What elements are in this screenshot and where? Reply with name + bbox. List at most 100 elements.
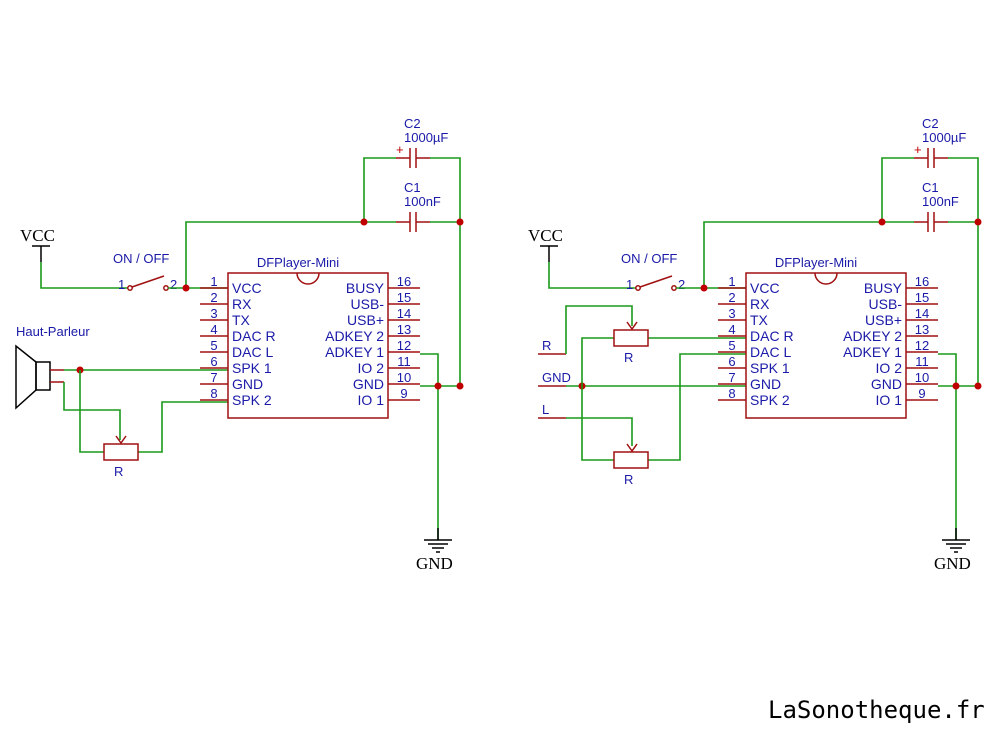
potentiometer-l: R	[613, 443, 649, 487]
pin-3-number: 3	[210, 306, 217, 321]
ic-body	[745, 272, 907, 419]
pin-15-label: USB-	[869, 296, 903, 312]
pin-10-number: 10	[397, 370, 411, 385]
pin-2-label: RX	[232, 296, 252, 312]
ic-notch	[296, 272, 320, 285]
pin-7-number: 7	[728, 370, 735, 385]
pin-14-label: USB+	[347, 312, 384, 328]
pin-6-label: SPK 1	[750, 360, 790, 376]
pin-1-number: 1	[728, 274, 735, 289]
pin-11-number: 11	[397, 354, 411, 369]
pin-5-label: DAC L	[750, 344, 791, 360]
ic-body	[227, 272, 389, 419]
pin-13-label: ADKEY 2	[325, 328, 384, 344]
vcc-symbol-right: VCC	[528, 226, 563, 262]
switch-pin2-right: 2	[678, 277, 685, 292]
c2-plus: +	[396, 142, 404, 157]
pin-9-label: IO 1	[358, 392, 385, 408]
pin-12-label: ADKEY 1	[325, 344, 384, 360]
switch-pin1: 1	[118, 277, 125, 292]
vcc-label: VCC	[20, 226, 55, 245]
pin-11-label: IO 2	[358, 360, 385, 376]
c1-name: C1	[404, 180, 421, 195]
c2-value-right: 1000µF	[922, 130, 966, 145]
circuit-right: VCC ON / OFF 1 2 + C2 1000µF	[528, 116, 982, 573]
c2-value: 1000µF	[404, 130, 448, 145]
c2-name: C2	[404, 116, 421, 131]
pin-10-label: GND	[871, 376, 902, 392]
pin-11-number: 11	[915, 354, 929, 369]
ic-notch	[814, 272, 838, 285]
pin-11-label: IO 2	[876, 360, 903, 376]
pin-12-label: ADKEY 1	[843, 344, 902, 360]
pin-5-number: 5	[210, 338, 217, 353]
gnd-symbol-left: GND	[416, 528, 453, 573]
speaker-icon: Haut-Parleur	[15, 324, 90, 410]
pot-label: R	[114, 464, 123, 479]
pot-r-label: R	[624, 350, 633, 365]
switch-label: ON / OFF	[113, 251, 169, 266]
potentiometer-left: R	[103, 435, 139, 479]
pin-2-number: 2	[728, 290, 735, 305]
pin-14-number: 14	[397, 306, 411, 321]
pin-2-number: 2	[210, 290, 217, 305]
pin-6-number: 6	[728, 354, 735, 369]
pin-15-number: 15	[397, 290, 411, 305]
c1-name-right: C1	[922, 180, 939, 195]
input-r-label: R	[542, 338, 551, 353]
pin-12-number: 12	[397, 338, 411, 353]
site-credit: LaSonotheque.fr	[768, 696, 985, 724]
pin-9-number: 9	[918, 386, 925, 401]
pin-5-label: DAC L	[232, 344, 273, 360]
pin-7-number: 7	[210, 370, 217, 385]
on-off-switch-right: ON / OFF 1 2	[548, 251, 685, 292]
pin-3-label: TX	[750, 312, 769, 328]
switch-pin2: 2	[170, 277, 177, 292]
on-off-switch-left: ON / OFF 1 2	[40, 251, 177, 292]
speaker-label: Haut-Parleur	[16, 324, 90, 339]
pin-3-label: TX	[232, 312, 251, 328]
gnd-label: GND	[416, 554, 453, 573]
pin-7-label: GND	[750, 376, 781, 392]
pin-4-number: 4	[210, 322, 217, 337]
pin-9-number: 9	[400, 386, 407, 401]
pin-12-number: 12	[915, 338, 929, 353]
potentiometer-r: R	[613, 321, 649, 365]
capacitor-c1-left: C1 100nF	[396, 180, 441, 232]
c1-value-right: 100nF	[922, 194, 959, 209]
pin-16-label: BUSY	[346, 280, 385, 296]
pin-5-number: 5	[728, 338, 735, 353]
input-l-label: L	[542, 402, 549, 417]
c2-plus-right: +	[914, 142, 922, 157]
pin-13-number: 13	[397, 322, 411, 337]
pin-8-number: 8	[728, 386, 735, 401]
c2-name-right: C2	[922, 116, 939, 131]
pin-16-number: 16	[915, 274, 929, 289]
pin-10-label: GND	[353, 376, 384, 392]
pin-15-number: 15	[915, 290, 929, 305]
pot-l-label: R	[624, 472, 633, 487]
capacitor-c2-left: + C2 1000µF	[396, 116, 448, 168]
pin-1-label: VCC	[750, 280, 780, 296]
capacitor-c2-right: + C2 1000µF	[914, 116, 966, 168]
pin-15-label: USB-	[351, 296, 385, 312]
pin-13-label: ADKEY 2	[843, 328, 902, 344]
pin-16-number: 16	[397, 274, 411, 289]
circuit-left: VCC ON / OFF 1 2 + C2 1000µF	[15, 116, 464, 573]
vcc-symbol-left: VCC	[20, 226, 55, 262]
ic-name: DFPlayer-Mini	[775, 255, 857, 270]
pin-9-label: IO 1	[876, 392, 903, 408]
pin-3-number: 3	[728, 306, 735, 321]
switch-label-right: ON / OFF	[621, 251, 677, 266]
pin-4-label: DAC R	[750, 328, 794, 344]
pin-1-number: 1	[210, 274, 217, 289]
pin-13-number: 13	[915, 322, 929, 337]
gnd-symbol-right: GND	[934, 528, 971, 573]
pin-4-label: DAC R	[232, 328, 276, 344]
pin-8-label: SPK 2	[232, 392, 272, 408]
pin-8-label: SPK 2	[750, 392, 790, 408]
